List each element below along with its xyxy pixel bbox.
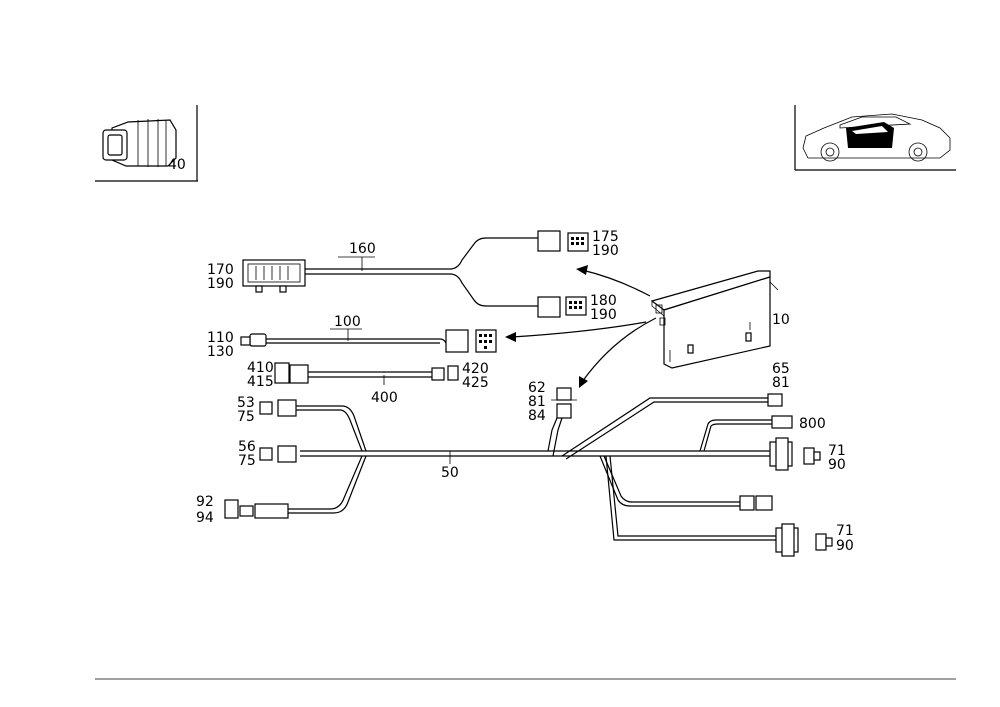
part-800: 800	[799, 416, 826, 432]
harness-160	[242, 230, 589, 318]
inset-part-number: 40	[168, 157, 186, 173]
part-425: 425	[462, 375, 489, 391]
part-71-lower: 71	[836, 523, 854, 539]
part-170: 170	[207, 262, 234, 278]
part-175: 175	[592, 229, 619, 245]
harness-100-label: 100	[334, 314, 361, 330]
harness-50-label: 50	[441, 465, 459, 481]
part-92: 92	[196, 494, 214, 510]
part-190-left: 190	[207, 276, 234, 292]
part-415: 415	[247, 374, 274, 390]
harness-100	[240, 328, 497, 353]
part-190-lower: 190	[590, 307, 617, 323]
part-81-right: 81	[772, 375, 790, 391]
inset-part-40: 40	[95, 105, 198, 182]
part-53: 53	[237, 395, 255, 411]
part-56: 56	[238, 439, 256, 455]
part-71-upper: 71	[828, 443, 846, 459]
part-94: 94	[196, 510, 214, 526]
control-unit-10	[650, 270, 779, 369]
control-unit-label: 10	[772, 312, 790, 328]
part-130: 130	[207, 344, 234, 360]
boot-connector-icon	[102, 119, 177, 167]
harness-50	[224, 387, 833, 557]
part-90-lower: 90	[836, 538, 854, 554]
harness-160-label: 160	[349, 241, 376, 257]
part-420: 420	[462, 361, 489, 377]
part-110: 110	[207, 330, 234, 346]
pointer-arrows	[505, 265, 657, 388]
part-75-upper: 75	[237, 409, 255, 425]
car-door-icon	[802, 113, 951, 162]
part-90-upper: 90	[828, 457, 846, 473]
inset-vehicle	[794, 105, 956, 171]
harness-400-label: 400	[371, 390, 398, 406]
part-62: 62	[528, 380, 546, 396]
part-81-center: 81	[528, 394, 546, 410]
part-180: 180	[590, 293, 617, 309]
part-75-lower: 75	[238, 453, 256, 469]
part-65: 65	[772, 361, 790, 377]
part-84: 84	[528, 408, 546, 424]
part-190-upper: 190	[592, 243, 619, 259]
harness-400	[274, 362, 459, 385]
part-410: 410	[247, 360, 274, 376]
